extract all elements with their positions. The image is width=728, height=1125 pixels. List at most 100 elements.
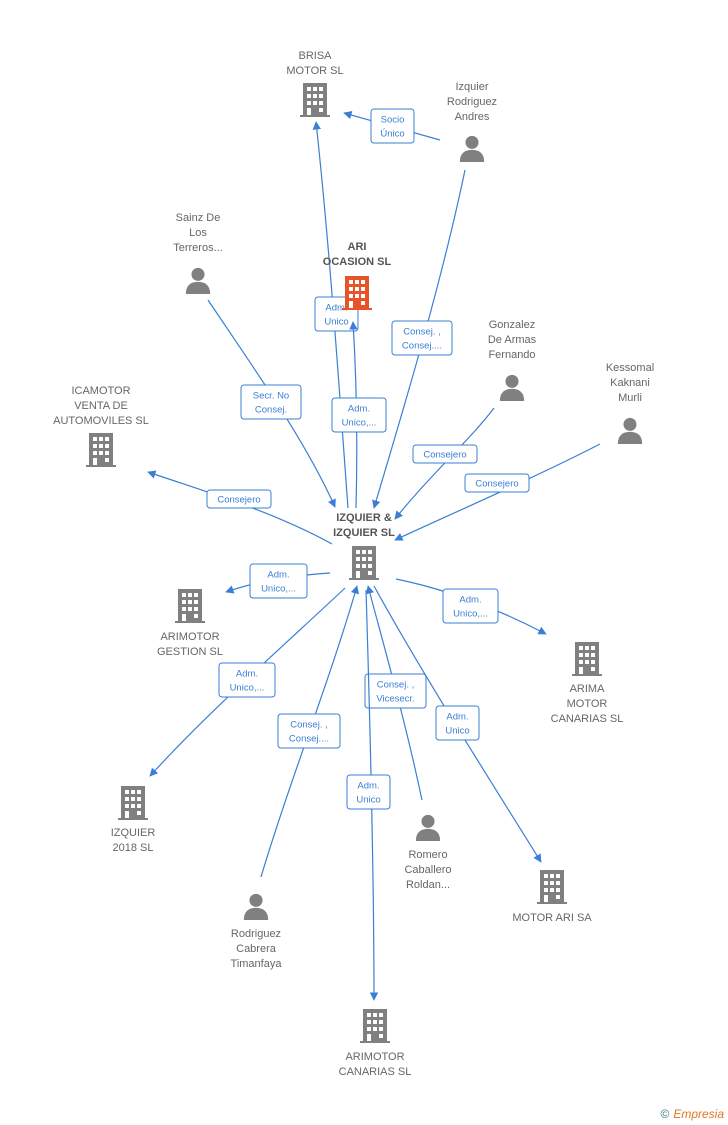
edge-label-box[interactable] <box>364 673 427 709</box>
edge-label-box[interactable] <box>240 384 302 420</box>
node-romero[interactable]: RomeroCaballeroRoldan... <box>404 814 452 891</box>
node-ari[interactable]: ARI OCASION SL <box>323 241 392 310</box>
edge-label-text: Consej. , <box>290 720 328 731</box>
node-label: MOTOR <box>567 698 608 710</box>
edge-e10: Adm. Unico,... <box>395 578 547 635</box>
brand-logo: Empresia <box>673 1107 724 1121</box>
node-label: 2018 SL <box>113 842 154 854</box>
node-label: Los <box>189 227 207 239</box>
node-label: Rodriguez <box>447 96 497 108</box>
edge-label-text: Vicesecr. <box>376 694 414 705</box>
building-icon <box>349 546 379 580</box>
node-label: ARIMA <box>570 683 606 695</box>
node-label: ICAMOTOR <box>71 385 130 397</box>
node-label: Fernando <box>488 349 535 361</box>
footer-credit: ©Empresia <box>660 1107 724 1121</box>
node-label: ARIMOTOR <box>160 631 219 643</box>
building-icon <box>360 1009 390 1043</box>
node-label: ARI <box>348 241 367 253</box>
node-label: IZQUIER & <box>336 512 392 524</box>
building-icon <box>300 83 330 117</box>
edge-label-box[interactable] <box>206 489 272 509</box>
node-izqizq[interactable]: IZQUIER &IZQUIER SL <box>333 512 395 580</box>
edge-label-text: Adm. <box>267 570 289 581</box>
person-icon <box>499 374 525 401</box>
node-label: CANARIAS SL <box>551 713 624 725</box>
node-sainz[interactable]: Sainz De LosTerreros... <box>173 212 223 294</box>
building-icon <box>86 433 116 467</box>
building-icon <box>175 589 205 623</box>
edge-label-text: Unico,... <box>453 609 488 620</box>
building-icon <box>342 276 372 310</box>
node-label: Timanfaya <box>231 958 283 970</box>
edge-label-box[interactable] <box>346 774 391 810</box>
edge-label-text: Unico <box>356 795 380 806</box>
edge-label-text: Secr. No <box>253 391 289 402</box>
edge-e13: Consej. ,Vicesecr. <box>364 585 427 801</box>
edge-e9: Adm. Unico,... <box>225 563 331 599</box>
edge-label-text: Consejero <box>217 495 260 506</box>
copyright-symbol: © <box>660 1107 670 1121</box>
node-label: GESTION SL <box>157 646 223 658</box>
edge-label-text: Unico <box>324 317 348 328</box>
edge-label-box[interactable] <box>412 444 478 464</box>
person-icon <box>617 417 643 444</box>
building-icon <box>118 786 148 820</box>
edge-label-text: Consej. , <box>403 327 441 338</box>
edge-label-box[interactable] <box>331 397 387 433</box>
node-label: AUTOMOVILES SL <box>53 415 149 427</box>
edge-label-box[interactable] <box>442 588 499 624</box>
node-label: BRISA <box>298 50 332 62</box>
node-arima[interactable]: ARIMA MOTOR CANARIAS SL <box>551 642 624 725</box>
edge-label-box[interactable] <box>218 662 276 698</box>
edge-label-box[interactable] <box>370 108 415 144</box>
node-label: Kaknani <box>610 377 650 389</box>
person-icon <box>185 267 211 294</box>
edge-e8: Consejero <box>394 443 601 541</box>
node-label: OCASION SL <box>323 256 392 268</box>
node-label: De Armas <box>488 334 537 346</box>
node-label: Sainz De <box>176 212 221 224</box>
node-label: Murli <box>618 392 642 404</box>
edge-label-text: Adm. <box>459 595 481 606</box>
edge-label-text: Unico,... <box>261 584 296 595</box>
node-arimotor_g[interactable]: ARIMOTOR GESTION SL <box>157 589 223 658</box>
edge-e15: Adm. Unico <box>346 589 391 1001</box>
edge-label-text: Adm. <box>446 712 468 723</box>
edge-label-text: Consej. <box>255 405 287 416</box>
edge-e12: Consej. ,Consej.... <box>260 585 359 878</box>
person-icon <box>243 893 269 920</box>
edge-label-box[interactable] <box>435 705 480 741</box>
node-label: Caballero <box>404 864 451 876</box>
node-label: Terreros... <box>173 242 223 254</box>
edge-e3: Consej. ,Consej.... <box>372 169 466 509</box>
node-motorari[interactable]: MOTOR ARI SA <box>512 870 592 924</box>
building-icon <box>537 870 567 904</box>
building-icon <box>572 642 602 676</box>
edge-label-box[interactable] <box>464 473 530 493</box>
person-icon <box>415 814 441 841</box>
edge-label-box[interactable] <box>249 563 308 599</box>
node-label: Cabrera <box>236 943 277 955</box>
edge-label-box[interactable] <box>391 320 453 356</box>
node-label: Izquier <box>455 81 488 93</box>
edge-label-text: Adm. <box>357 781 379 792</box>
edge-e6: Consejero <box>147 470 333 545</box>
edge-label-text: Consejero <box>475 479 518 490</box>
edge-label-text: Adm. <box>325 303 347 314</box>
edge-label-text: Adm. <box>348 404 370 415</box>
node-label: MOTOR ARI SA <box>512 912 592 924</box>
edge-label-box[interactable] <box>277 713 341 749</box>
node-label: Kessomal <box>606 362 654 374</box>
edge-e4: Secr. No Consej. <box>207 299 336 508</box>
edge-e11: Adm.Unico,... <box>149 587 346 777</box>
